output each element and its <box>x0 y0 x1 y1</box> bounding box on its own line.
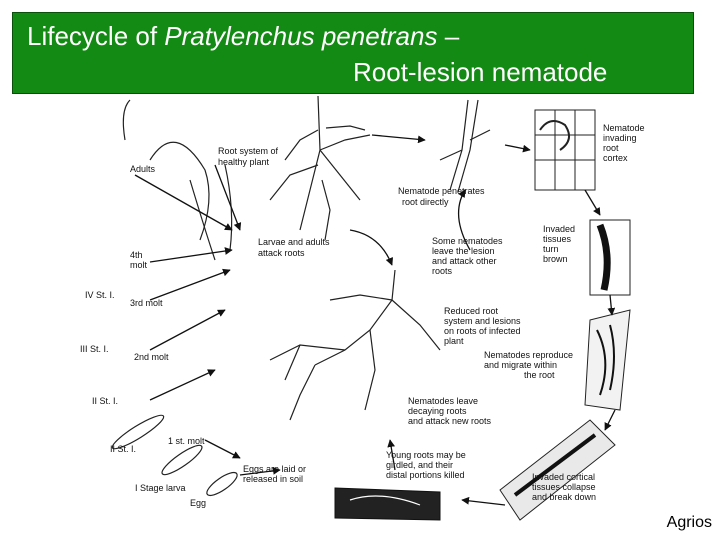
label-stage-iv: IV St. I. <box>85 290 115 300</box>
decayed-root-illustration <box>335 488 440 520</box>
invaded-tissue-illustration <box>590 220 630 295</box>
label-stage-iii: III St. I. <box>80 344 109 354</box>
label-egg: Egg <box>190 498 206 508</box>
label-stage-ii-lower: II St. I. <box>110 444 136 454</box>
label-adults: Adults <box>130 164 156 174</box>
label-third-molt: 3rd molt <box>130 298 163 308</box>
label-second-molt: 2nd molt <box>134 352 169 362</box>
collapsed-root-illustration <box>500 420 615 520</box>
root-cortex-illustration <box>535 110 595 190</box>
label-first-molt: 1 st. molt <box>168 436 205 446</box>
image-credit: Agrios <box>667 514 712 532</box>
root-section-reproduce-illustration <box>585 310 630 410</box>
label-stage-i: I Stage larva <box>135 483 186 493</box>
root-penetration-illustration <box>440 100 490 192</box>
label-stage-ii-upper: II St. I. <box>92 396 118 406</box>
healthy-root-illustration <box>270 96 370 240</box>
